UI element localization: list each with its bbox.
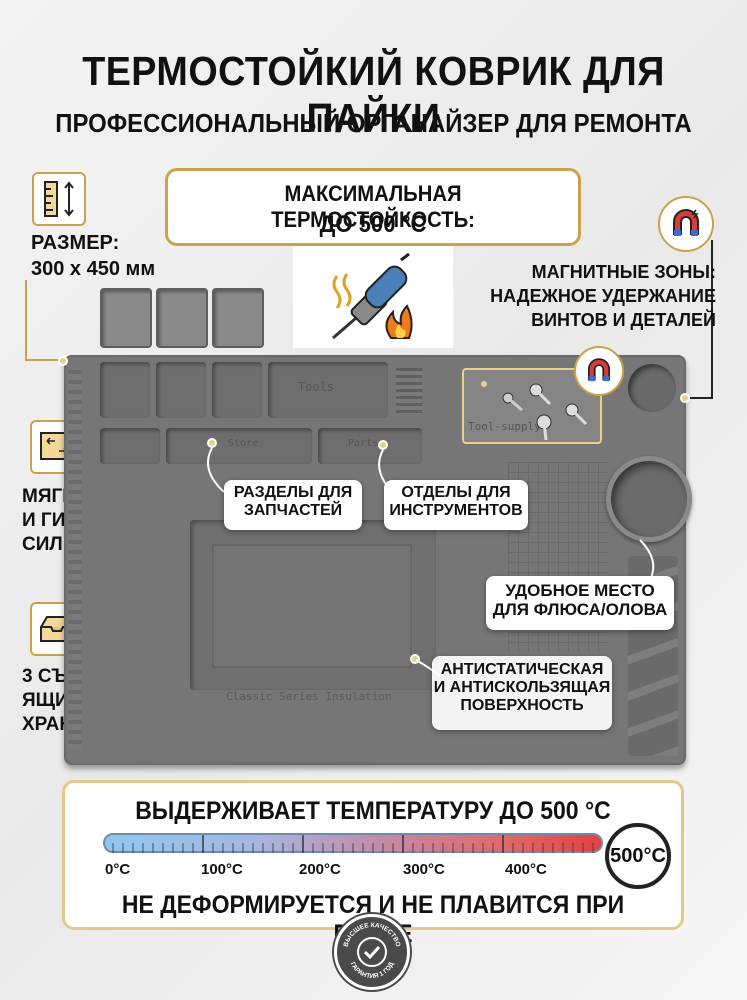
tools-dot [378,440,388,450]
mat-left-ribs [68,370,82,750]
flux-callout-line2: ДЛЯ ФЛЮСА/ОЛОВА [492,600,668,620]
magnet-icon-frame [658,196,714,252]
parts-callout-line2: ЗАПЧАСТЕЙ [243,501,343,519]
tick-label-400: 400°С [505,861,547,878]
surface-callout-line1: АНТИСТАТИЧЕСКАЯ [440,661,604,678]
size-value: 300 х 450 мм [31,258,156,280]
temperature-title: ВЫДЕРЖИВАЕТ ТЕМПЕРАТУРУ ДО 500 °С [135,797,611,825]
size-dot [58,356,68,366]
mat-cell [212,362,262,418]
tools-callout-line1: ОТДЕЛЫ ДЛЯ [401,484,511,501]
surface-dot [410,654,420,664]
tools-callout-line2: ИНСТРУМЕНТОВ [389,501,523,519]
magnetic-line3: ВИНТОВ И ДЕТАЛЕЙ [531,310,716,330]
magnet-icon [673,209,699,236]
surface-callout-line3: ПОВЕРХНОСТЬ [460,696,584,714]
mat-tools-compartment: Tools [268,362,388,418]
magnetic-line2: НАДЕЖНОЕ УДЕРЖАНИЕ [490,286,716,306]
mat-parts-label: Parts [348,438,379,449]
temperature-box: ВЫДЕРЖИВАЕТ ТЕМПЕРАТУРУ ДО 500 °С 0°С 10… [62,780,684,948]
tick-label-300: 300°С [403,861,445,878]
parts-callout: РАЗДЕЛЫ ДЛЯ ЗАПЧАСТЕЙ [224,480,362,530]
flux-callout: УДОБНОЕ МЕСТО ДЛЯ ФЛЮСА/ОЛОВА [486,576,674,630]
magnetic-dot [680,393,690,403]
surface-callout: АНТИСТАТИЧЕСКАЯ И АНТИСКОЛЬЗЯЩАЯ ПОВЕРХН… [432,656,612,730]
screws-icon [481,381,588,441]
tick-label-0: 0°С [105,861,131,878]
thermometer-ticks [112,835,594,853]
ruler-icon-frame [32,172,86,226]
removable-tray-3 [212,288,264,348]
mat-store-label: Store [228,438,259,449]
flux-cup [606,456,692,542]
tool-slot [100,428,160,464]
subtitle: ПРОФЕССИОНАЛЬНЫЙ ОРГАНАЙЗЕР ДЛЯ РЕМОНТА [55,108,692,138]
heat-resistance-box: МАКСИМАЛЬНАЯ ТЕРМОСТОЙКОСТЬ: ДО 500 °С [165,168,581,246]
main-title: ТЕРМОСТОЙКИЙ КОВРИК ДЛЯ ПАЙКИ [82,48,665,141]
mat-grip-lines [396,368,422,414]
quality-seal: ВЫСШЕЕ КАЧЕСТВО ГАРАНТИЯ 1 ГОД [334,914,410,990]
mat-cell [156,362,206,418]
thermometer-bar [103,833,603,853]
work-area [190,520,436,690]
svg-text:ГАРАНТИЯ 1 ГОД: ГАРАНТИЯ 1 ГОД [349,961,396,980]
tick-label-100: 100°С [201,861,243,878]
magnet-zone-icon-frame [574,346,624,396]
mat-bottom-label: Classic Series Insulation [226,690,392,703]
removable-tray-2 [156,288,208,348]
ruler-icon [44,181,74,217]
magnetic-zone: Tool-supply [462,368,602,444]
surface-callout-line2: И АНТИСКОЛЬЗЯЩАЯ [433,678,611,696]
quality-seal-icon: ВЫСШЕЕ КАЧЕСТВО ГАРАНТИЯ 1 ГОД [343,922,402,980]
size-label: РАЗМЕР: [31,232,120,254]
removable-tray-1 [100,288,152,348]
work-area-inner [212,544,412,668]
mat-tools-label: Tools [298,380,335,394]
tools-callout: ОТДЕЛЫ ДЛЯ ИНСТРУМЕНТОВ [384,480,528,530]
magnet-icon [587,358,611,382]
small-cup [628,364,676,412]
parts-dot [207,438,217,448]
flux-callout-line1: УДОБНОЕ МЕСТО [505,581,655,600]
parts-callout-line1: РАЗДЕЛЫ ДЛЯ [233,484,353,501]
tool-slot-store: Store [166,428,312,464]
soldering-iron-panel [292,246,454,348]
heat-resistance-line2: ДО 500 °С [319,211,427,238]
soldering-iron-icon [332,252,413,340]
tool-slot-parts: Parts [318,428,422,464]
tick-label-200: 200°С [299,861,341,878]
mat-tool-supply-label: Tool-supply [468,420,541,433]
heat-resistance-line1: МАКСИМАЛЬНАЯ ТЕРМОСТОЙКОСТЬ: [271,181,475,232]
mat-cell [100,362,150,418]
max-temperature-badge: 500°С [605,823,671,889]
magnetic-line1: МАГНИТНЫЕ ЗОНЫ: [531,262,716,282]
svg-text:ВЫСШЕЕ КАЧЕСТВО: ВЫСШЕЕ КАЧЕСТВО [343,922,402,948]
